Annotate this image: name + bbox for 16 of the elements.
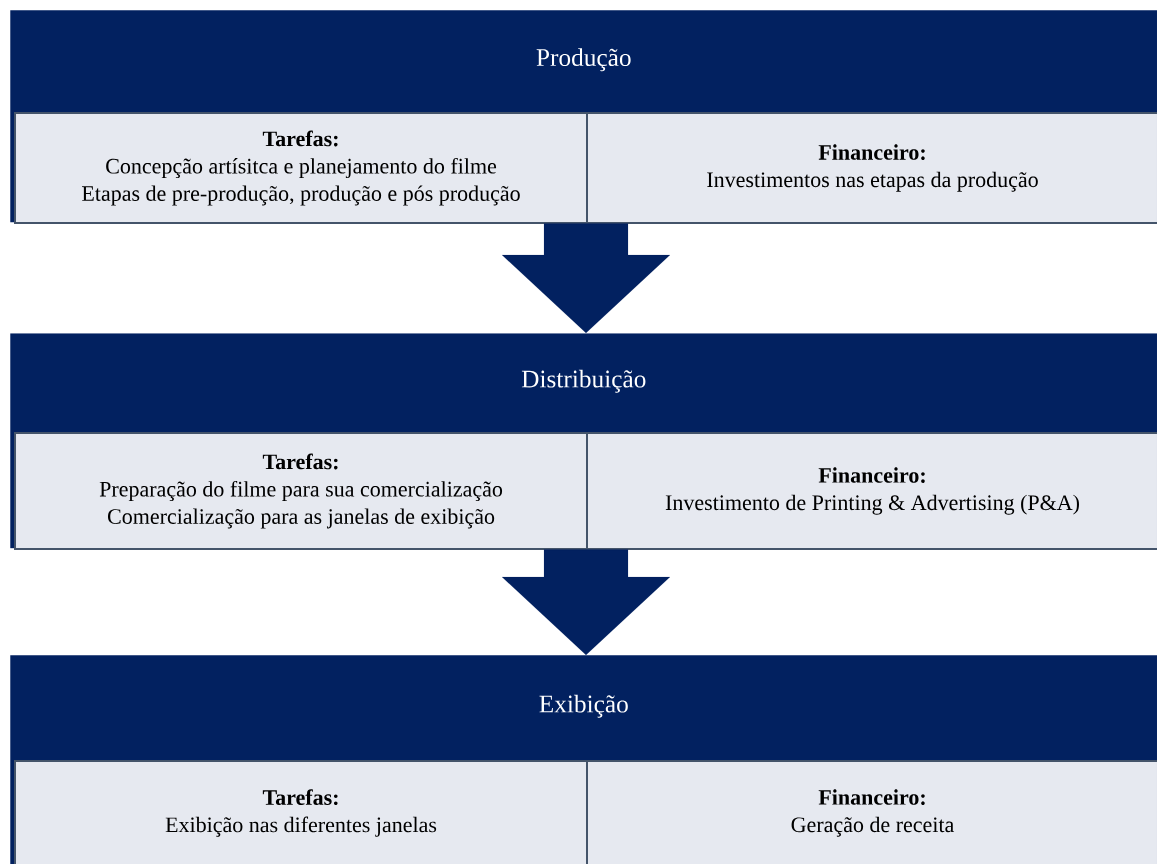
info-cell: Financeiro: Geração de receita	[586, 760, 1157, 864]
info-cell: Tarefas: Concepção artísitca e planejamento do filme Etapas de pre-produção, produção e pós produção	[14, 112, 588, 224]
node-label: Financeiro:	[818, 467, 925, 483]
block-arrow	[501, 549, 671, 656]
info-cell: Financeiro: Investimentos nas etapas da produção	[586, 112, 1157, 224]
info-cell: Tarefas: Exibição nas diferentes janelas	[14, 760, 588, 864]
block-arrow	[501, 223, 671, 334]
info-cell: Financeiro: Investimento de Printing & Advertising (P&A)	[586, 432, 1157, 550]
node-label: Investimentos nas etapas da produção	[707, 171, 1038, 192]
node-label: Financeiro:	[818, 789, 925, 805]
node-label: Exibição nas diferentes janelas	[165, 816, 437, 837]
node-label: Geração de receita	[791, 816, 955, 837]
info-cell: Tarefas: Preparação do filme para sua comercialização Comercialização para as janelas de exibição	[14, 432, 588, 550]
node-label: Financeiro:	[818, 144, 925, 160]
node-label: Investimento de Printing & Advertising (P&A)	[665, 494, 1080, 515]
node-label: Tarefas:	[262, 789, 338, 806]
